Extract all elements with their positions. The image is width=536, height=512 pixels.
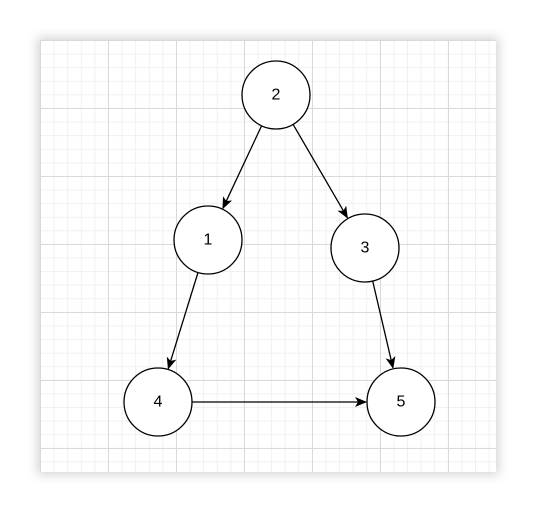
node-1: 1 <box>173 205 243 275</box>
edges-layer <box>166 124 396 407</box>
node-circle <box>330 213 400 283</box>
edge-1-to-4 <box>166 272 199 370</box>
node-circle <box>366 367 436 437</box>
node-label: 1 <box>204 232 213 249</box>
node-2: 2 <box>241 60 311 130</box>
node-label: 3 <box>361 240 370 257</box>
edge-2-to-1 <box>222 125 263 210</box>
node-label: 2 <box>272 87 281 104</box>
edge-2-to-3 <box>292 124 348 219</box>
node-circle <box>123 367 193 437</box>
nodes-layer: 2 1 3 4 5 <box>123 60 436 437</box>
node-3: 3 <box>330 213 400 283</box>
node-5: 5 <box>366 367 436 437</box>
node-4: 4 <box>123 367 193 437</box>
edge-3-to-5 <box>372 280 396 369</box>
node-label: 5 <box>397 394 406 411</box>
node-label: 4 <box>154 394 163 411</box>
node-circle <box>173 205 243 275</box>
node-circle <box>241 60 311 130</box>
